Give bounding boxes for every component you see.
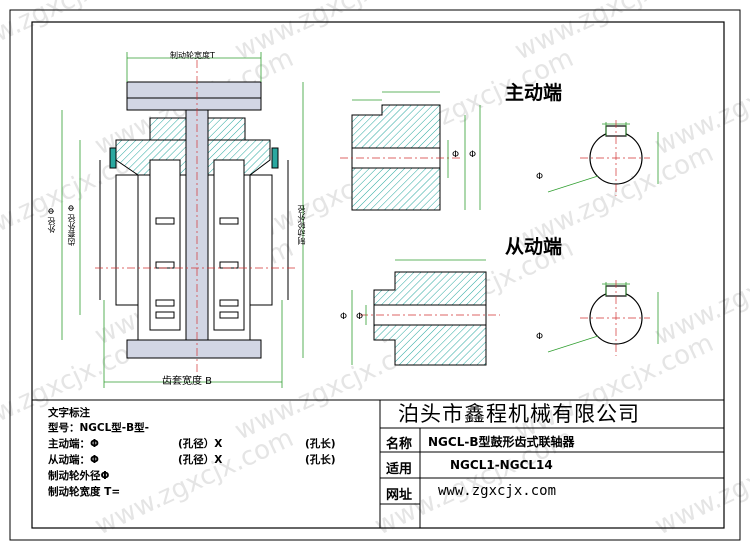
dim-driven-circle-phi: Φ <box>536 332 544 342</box>
driver-title: 主动端 <box>505 82 563 104</box>
notes-heading: 文字标注 <box>48 407 90 419</box>
applies-label: 适用 <box>386 462 413 477</box>
driven-title: 从动端 <box>505 236 563 258</box>
dim-top-width: 制动轮宽度T <box>170 51 215 60</box>
driver-section <box>351 104 441 211</box>
dim-left-outer: 外径 Φ <box>47 208 56 233</box>
dim-driven-phi-1: Φ <box>340 312 348 322</box>
notes-driven: 从动端：Φ <box>48 454 99 466</box>
dim-driver-phi-2: Φ <box>469 150 477 160</box>
title-block-grid <box>32 399 725 529</box>
main-dimensions <box>61 52 304 388</box>
outer-border <box>9 9 741 541</box>
driver-dimensions <box>352 91 481 210</box>
company-name: 泊头市鑫程机械有限公司 <box>398 402 640 426</box>
notes-driver-bore: (孔径）X <box>178 438 223 450</box>
brake-wheel-top <box>126 81 262 99</box>
name-value: NGCL-B型鼓形齿式联轴器 <box>428 435 575 449</box>
right-sleeve <box>249 174 273 306</box>
notes-driven-bore: (孔径）X <box>178 454 223 466</box>
inner-border <box>31 21 725 529</box>
dim-right-wheel: 制动轮外径 <box>297 205 306 245</box>
driven-section <box>373 271 487 366</box>
notes-driven-len: (孔长) <box>305 454 336 466</box>
left-sleeve <box>115 174 139 306</box>
driven-dimensions <box>351 259 486 365</box>
applies-value: NGCL1-NGCL14 <box>450 458 553 472</box>
name-label: 名称 <box>386 437 413 452</box>
dim-driver-circle-phi: Φ <box>536 172 544 182</box>
url-label: 网址 <box>386 488 413 503</box>
brake-wheel-bottom <box>126 339 262 359</box>
dim-driver-phi-1: Φ <box>452 150 460 160</box>
watermark-text: www.zgxcjx.com <box>650 423 750 541</box>
notes-driver-len: (孔长) <box>305 438 336 450</box>
notes-model: 型号：NGCL型-B型- <box>48 422 150 434</box>
watermark-text: www.zgxcjx.com <box>510 328 718 446</box>
notes-wheel-width: 制动轮宽度 T= <box>48 486 121 498</box>
dim-driven-phi-2: Φ <box>356 312 364 322</box>
dim-bottom-width: 齿套宽度 B <box>162 376 213 387</box>
url-value: www.zgxcjx.com <box>438 483 557 499</box>
centerlines <box>95 60 295 372</box>
notes-wheel-od: 制动轮外径Φ <box>48 470 110 482</box>
notes-driver: 主动端：Φ <box>48 438 99 450</box>
dim-left-gear: 齿套外径 Φ <box>67 205 76 246</box>
